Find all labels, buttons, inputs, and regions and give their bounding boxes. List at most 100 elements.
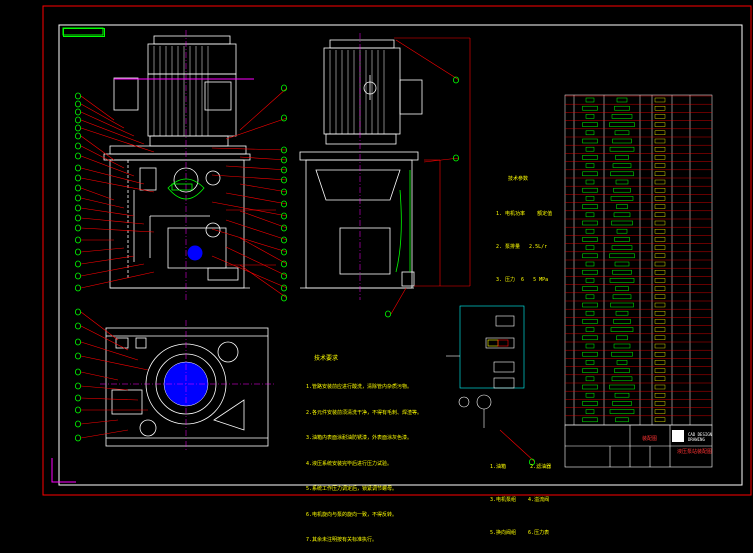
parts-list-cell-mark [582, 368, 598, 373]
oil-tank-side [305, 159, 413, 289]
part-balloon [75, 184, 82, 192]
part-balloon [75, 394, 82, 402]
schematic-legend: 1.油箱 2.滤油器 3.电机泵组 4.溢流阀 5.换向阀组 6.压力表 [490, 440, 551, 550]
part-balloon [280, 156, 287, 164]
part-balloon [75, 406, 82, 414]
parts-list-cell-mark [654, 212, 666, 218]
part-balloon [529, 458, 536, 466]
part-balloon [75, 420, 82, 428]
company-logo [672, 430, 684, 442]
parts-list-cell-mark [614, 130, 630, 136]
parts-list-cell-mark [654, 122, 666, 127]
parts-list-cell-mark [654, 384, 666, 390]
legend-line: 5.换向阀组 6.压力表 [490, 530, 550, 536]
parts-list-cell-mark [610, 171, 634, 177]
parts-list-cell-mark [654, 228, 666, 234]
ucs-icon [51, 458, 76, 483]
part-balloon [75, 92, 82, 100]
parts-list-cell-mark [585, 327, 595, 332]
part-balloon [75, 142, 82, 150]
leader-line [225, 219, 288, 241]
parts-list-cell-mark [613, 187, 631, 193]
parts-list-cell-mark [615, 155, 629, 160]
parts-list-cell-mark [585, 278, 595, 283]
parts-list-cell-mark [654, 335, 666, 340]
parts-list-cell-mark [585, 376, 595, 382]
parts-list-cell-mark [585, 163, 595, 168]
leader-line [80, 311, 119, 341]
parts-list-cell-mark [654, 155, 666, 160]
parts-list-cell-mark [611, 245, 633, 250]
parts-list-cell-mark [585, 179, 595, 185]
leader-line [80, 397, 139, 401]
tech-notes-title: 技术要求 [314, 355, 339, 362]
part-balloon [452, 76, 459, 84]
parts-list-cell-mark [585, 146, 595, 152]
leader-line [80, 103, 125, 129]
part-balloon [75, 132, 82, 140]
parts-list-cell-mark [582, 417, 598, 423]
part-balloon [280, 84, 287, 92]
title-block-company: CAD DESIGN DRAWING [688, 432, 713, 442]
parts-list-cell-mark [585, 360, 595, 365]
leader-line [80, 119, 145, 145]
parts-list-cell-mark [582, 269, 598, 275]
leader-line [80, 207, 135, 217]
parts-list-cell-mark [609, 253, 635, 259]
leader-line [80, 155, 135, 177]
leader-line [80, 371, 119, 381]
part-balloon [75, 214, 82, 222]
tech-param-line: 2. 泵排量 2.5L/r [496, 244, 548, 250]
parts-list-cell-mark [585, 196, 595, 201]
parts-list-cell-mark [582, 319, 598, 324]
parts-list-cell-mark [654, 270, 666, 275]
leader-line [395, 39, 460, 81]
parts-list-cell-mark [654, 417, 666, 422]
parts-list-cell-mark [614, 368, 630, 373]
leader-line [80, 355, 149, 371]
parts-list-cell-mark [611, 114, 633, 119]
part-balloon [280, 200, 287, 208]
leader-line [211, 147, 288, 151]
leader-line [80, 325, 129, 351]
parts-list-cell-mark [615, 286, 629, 291]
tech-note-line: 7.其余未注明按有关标准执行。 [306, 537, 378, 543]
parts-list-cell-mark [609, 384, 635, 390]
part-balloon [75, 236, 82, 244]
part-balloon [280, 284, 287, 292]
leader-line [225, 165, 288, 171]
leader-line [80, 263, 145, 277]
parts-list-cell-mark [654, 393, 666, 398]
part-balloon [280, 146, 287, 154]
parts-list-cell-mark [614, 392, 630, 398]
parts-list-cell-mark [582, 335, 598, 341]
parts-list-cell-mark [654, 114, 666, 119]
parts-list-cell-mark [585, 130, 595, 136]
parts-list-cell-mark [654, 261, 666, 267]
part-balloon [280, 272, 287, 280]
parts-list-cell-mark [654, 187, 666, 193]
parts-list-cell-mark [585, 245, 595, 250]
leader-lines [80, 39, 536, 463]
leader-line [80, 111, 135, 137]
parts-list-cell-mark [654, 163, 666, 168]
leader-line [80, 419, 119, 425]
parts-list-cell-mark [582, 220, 598, 226]
parts-list-cell-mark [582, 138, 598, 144]
title-block-stamp: 装配图 [642, 436, 658, 442]
tech-param-line: 3. 压力 6 5 MPa [496, 277, 549, 283]
parts-list-cell-mark [582, 286, 598, 291]
leader-line [80, 127, 155, 153]
part-balloon [75, 284, 82, 292]
tech-note-line: 4.液压系统安装完毕后进行压力试验。 [306, 460, 393, 467]
part-balloon [75, 116, 82, 124]
legend-line: 3.电机泵组 4.溢流阀 [490, 497, 550, 503]
top-view [105, 327, 269, 447]
tech-params-list: 1. 电机功率 额定值 2. 泵排量 2.5L/r 3. 压力 6 5 MPa [496, 187, 552, 297]
part-balloon [75, 224, 82, 232]
parts-list-cell-mark [609, 122, 635, 127]
suction-port [187, 245, 203, 261]
parts-list-cell-mark [612, 294, 632, 300]
part-balloon [280, 294, 287, 302]
parts-list-cell-mark [654, 368, 666, 373]
